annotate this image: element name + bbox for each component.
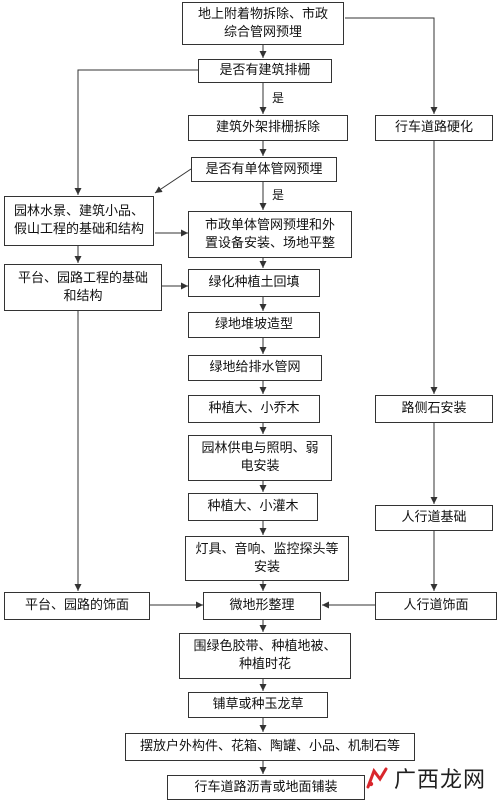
node-n8: 绿地给排水管网: [188, 355, 322, 381]
node-l1: 园林水景、建筑小品、 假山工程的基础和结构: [4, 196, 154, 246]
node-r1: 行车道路硬化: [375, 115, 493, 141]
node-n13: 微地形整理: [203, 592, 321, 620]
watermark-icon: [366, 767, 388, 789]
watermark-logo: 广西龙网: [362, 758, 496, 798]
node-l3: 平台、园路的饰面: [4, 592, 150, 620]
node-r2: 路侧石安装: [375, 395, 493, 423]
node-n15: 铺草或种玉龙草: [188, 692, 328, 718]
yes-label-1: 是: [272, 91, 285, 105]
node-n12: 灯具、音响、监控探头等 安装: [185, 536, 349, 581]
node-n11: 种植大、小灌木: [188, 493, 318, 521]
watermark-text: 广西龙网: [394, 768, 487, 793]
node-r4: 人行道饰面: [375, 592, 497, 620]
node-n17: 行车道路沥青或地面铺装: [167, 775, 365, 800]
node-n16: 摆放户外构件、花箱、陶罐、小品、机制石等: [125, 733, 415, 761]
node-n9: 种植大、小乔木: [188, 395, 320, 423]
node-n7: 绿地堆坡造型: [188, 312, 320, 338]
node-n10: 园林供电与照明、弱 电安装: [188, 435, 332, 481]
node-n1: 地上附着物拆除、市政 综合管网预埋: [182, 2, 344, 45]
yes-label-2: 是: [272, 188, 285, 202]
node-n6: 绿化种植土回填: [188, 269, 320, 297]
node-r3: 人行道基础: [375, 505, 493, 531]
node-l2: 平台、园路工程的基础 和结构: [4, 264, 162, 311]
node-n2: 是否有建筑排栅: [198, 59, 332, 83]
node-n14: 围绿色胶带、种植地被、 种植时花: [179, 633, 351, 679]
node-n4: 是否有单体管网预埋: [191, 157, 337, 182]
node-n5: 市政单体管网预埋和外 置设备安装、场地平整: [188, 211, 352, 258]
node-n3: 建筑外架排栅拆除: [188, 115, 348, 141]
